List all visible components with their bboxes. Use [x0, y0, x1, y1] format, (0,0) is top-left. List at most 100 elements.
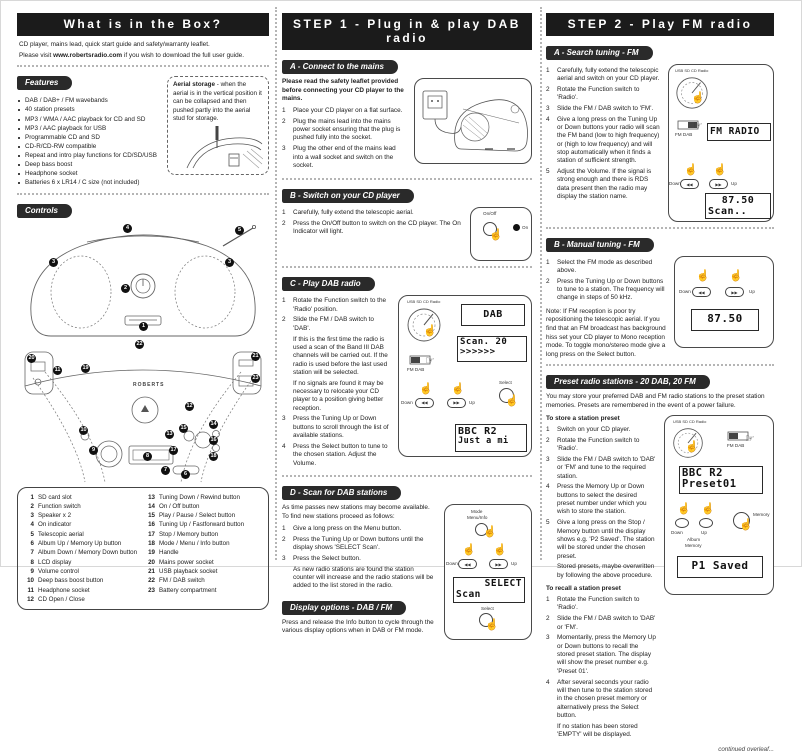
divider — [282, 177, 532, 180]
manual-tuning-note: Note: If FM reception is poor try reposi… — [546, 307, 666, 358]
control-label: CD Open / Close — [38, 595, 85, 603]
control-label: LCD display — [38, 558, 72, 566]
pointing-hand-icon: ☞ — [693, 120, 703, 132]
up-caption: Up — [701, 529, 707, 535]
features-heading: Features — [17, 76, 73, 91]
on-indicator-icon — [513, 223, 520, 231]
manual-tuning-illustration: Down ◀◀ ☝ ▶▶ ☝ Up 87.50 — [674, 256, 774, 348]
control-label: Volume control — [38, 567, 79, 575]
presets-illustration: USB SD CD Radio ☝ FM DAB ☞ BBC R2 Preset… — [664, 414, 774, 595]
pointing-hand-icon: ☝ — [684, 164, 698, 176]
pointing-hand-icon: ☝ — [677, 502, 691, 515]
tuning-down-button-icon: ◀◀ — [680, 179, 699, 189]
section-b-heading: B - Switch on your CD player — [282, 188, 414, 203]
feature-item: DAB / DAB+ / FM wavebands — [17, 96, 159, 105]
pointing-hand-icon: ☝ — [685, 440, 699, 453]
plug-and-radio-drawing — [422, 90, 528, 152]
connect-mains-illustration — [414, 78, 532, 164]
aerial-storage-text: - when the aerial is in the vertical pos… — [173, 81, 262, 123]
menu-button-icon — [475, 523, 488, 537]
control-label: On / Off button — [159, 502, 200, 510]
tuning-down-button-icon: ◀◀ — [458, 559, 477, 570]
lcd-line: BBC R2 — [458, 425, 498, 437]
function-knob-icon — [407, 308, 441, 342]
lcd-fm-scan: 87.50 Scan.. — [705, 193, 771, 219]
memory-caption: Memory — [685, 542, 702, 548]
radio-front-drawing — [24, 351, 262, 482]
pointing-hand-icon: ☞ — [425, 354, 435, 367]
control-callout: 3 — [225, 257, 234, 267]
control-number: 8 — [30, 558, 34, 566]
search-tuning-illustration: USB SD CD Radio ☝ FM DAB ☞ FM RADIO Down… — [668, 64, 774, 222]
presets-intro: You may store your preferred DAB and FM … — [546, 393, 765, 410]
select-button-icon — [499, 387, 514, 403]
control-callout: 17 — [169, 445, 178, 455]
divider — [17, 65, 269, 68]
tuning-up-button-icon: ▶▶ — [489, 559, 508, 570]
store-preset-title: To store a station preset — [546, 414, 620, 422]
control-number: 19 — [148, 549, 155, 557]
feature-item: Headphone socket — [17, 169, 159, 178]
memory-up-button-icon — [699, 517, 713, 528]
switch-on-illustration: On/Off ☝ On — [470, 206, 532, 261]
pointing-hand-icon: ☝ — [713, 164, 727, 176]
up-caption: Up — [511, 561, 517, 567]
control-callout: 4 — [123, 223, 132, 233]
controls-rear-view: 1 2 3 3 4 5 — [17, 222, 269, 344]
memory-down-button-icon — [675, 517, 689, 528]
radio-rear-drawing — [30, 224, 256, 336]
control-callout: 21 — [251, 351, 260, 361]
feature-item: Repeat and intro play functions for CD/S… — [17, 151, 159, 160]
pointing-hand-icon: ☝ — [451, 382, 465, 395]
lcd-line: >>>>>> — [460, 346, 496, 357]
select-caption: Select — [499, 379, 512, 385]
pointing-hand-icon: ☝ — [701, 502, 715, 515]
control-label: Tuning Down / Rewind button — [159, 493, 240, 501]
control-number: 23 — [148, 586, 155, 594]
pointing-hand-icon: ☝ — [483, 526, 497, 539]
pointing-hand-icon: ☝ — [739, 518, 753, 531]
control-number: 18 — [148, 540, 155, 548]
step1-title: STEP 1 - Plug in & play DAB radio — [282, 13, 532, 50]
lcd-line: Just a mi — [458, 435, 509, 446]
feature-item: 40 station presets — [17, 105, 159, 114]
pointing-hand-icon: ☞ — [745, 432, 755, 445]
control-callout: 15 — [179, 423, 188, 433]
control-number: 9 — [30, 567, 34, 575]
control-callout: 2 — [121, 283, 130, 293]
control-callout: 9 — [89, 445, 98, 455]
control-item: 8 LCD display — [25, 558, 140, 567]
pointing-hand-icon: ☝ — [493, 544, 507, 557]
tuning-up-button-icon: ▶▶ — [725, 287, 744, 297]
recall-preset-title: To recall a station preset — [546, 584, 621, 592]
section-connect-mains: A - Connect to the mains Please read the… — [282, 56, 532, 173]
control-callout: 23 — [251, 373, 260, 383]
function-knob-icon — [676, 77, 708, 109]
memory-button-caption: Memory — [753, 511, 770, 517]
control-label: Stop / Memory button — [159, 530, 219, 538]
control-callout: 18 — [209, 451, 218, 461]
control-label: Handle — [159, 549, 179, 557]
play-dab-illustration: USB SD CD Radio ☝ DAB Scan. 20 >>>>>> FM… — [398, 294, 532, 457]
step-item: Stored presets, maybe overwritten by fol… — [557, 563, 655, 579]
pointing-hand-icon: ☝ — [691, 92, 705, 104]
